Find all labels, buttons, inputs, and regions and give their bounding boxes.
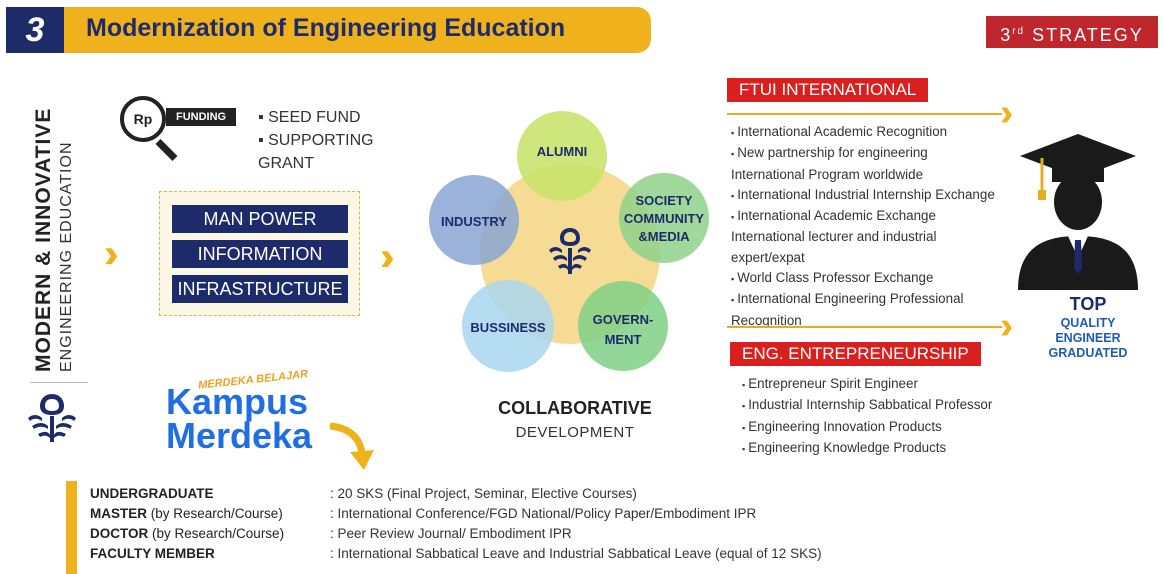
strategy-badge: 3rd STRATEGY <box>986 16 1158 48</box>
label-government: GOVERN-MENT <box>592 312 654 347</box>
arrow-line <box>727 326 1002 328</box>
label-business: BUSSINESS <box>470 320 546 335</box>
circle-government <box>578 281 668 371</box>
program-label-undergraduate: UNDERGRADUATE <box>90 486 214 501</box>
funding-item: ▪ SEED FUND <box>258 109 361 126</box>
entrepreneurship-label: ENG. ENTREPRENEURSHIP <box>730 342 981 366</box>
header-bar <box>6 7 651 53</box>
list-item: International Academic Exchange Internat… <box>731 206 1001 268</box>
arrow-line <box>727 113 1002 115</box>
funding-tag: FUNDING <box>166 108 237 126</box>
collaborative-subtitle: DEVELOPMENT <box>515 424 635 441</box>
ftui-international-label: FTUI INTERNATIONAL <box>727 78 929 102</box>
kampus-logo-line2: Merdeka <box>166 415 313 456</box>
list-item: International Industrial Internship Exch… <box>731 185 1041 206</box>
resource-man-power: MAN POWER <box>172 205 348 233</box>
collaboration-circles <box>429 111 709 372</box>
funding-magnifier-icon: Rp <box>120 96 166 142</box>
list-item: International Engineering Professional R… <box>731 289 1001 331</box>
chevron-right-icon: ›› <box>104 232 117 276</box>
chevron-right-icon: ›› <box>1000 305 1017 347</box>
list-item: New partnership for engineering Internat… <box>731 143 971 185</box>
kampus-logo-line1: Kampus <box>166 381 309 422</box>
list-item: Entrepreneur Spirit Engineer <box>742 374 1042 395</box>
label-society: SOCIETY COMMUNITY &MEDIA <box>623 193 705 244</box>
vertical-title-main: MODERN & INNOVATIVE <box>32 107 55 372</box>
chevron-right-icon: ›› <box>380 235 393 279</box>
vertical-title-sub: ENGINEERING EDUCATION <box>58 141 75 373</box>
university-emblem-icon <box>549 228 591 274</box>
funding-list: ▪ SEED FUND ▪ SUPPORTING GRANT <box>258 106 388 175</box>
divider <box>30 382 88 383</box>
circle-industry <box>429 175 519 265</box>
resource-information: INFORMATION <box>172 240 348 268</box>
program-value-doctor: : Peer Review Journal/ Embodiment IPR <box>330 526 572 541</box>
list-item: Industrial Internship Sabbatical Profess… <box>742 395 1042 416</box>
program-label-faculty: FACULTY MEMBER <box>90 546 215 561</box>
label-alumni: ALUMNI <box>536 144 588 159</box>
program-label-doctor: DOCTOR (by Research/Course) <box>90 526 285 541</box>
list-item: Engineering Innovation Products <box>742 417 1042 438</box>
list-item: International Academic Recognition <box>731 122 1041 143</box>
collaboration-diagram: ALUMNI SOCIETY COMMUNITY &MEDIA GOVERN-M… <box>420 104 720 394</box>
resource-infrastructure: INFRASTRUCTURE <box>172 275 348 303</box>
collaborative-title: COLLABORATIVE <box>498 398 652 418</box>
curved-arrow-icon <box>329 422 374 470</box>
strategy-number-badge: 3 <box>6 7 64 53</box>
university-emblem-icon <box>28 394 76 442</box>
list-item: Engineering Knowledge Products <box>742 438 1042 459</box>
outcome-title: TOP <box>1069 294 1107 314</box>
entrepreneurship-list: Entrepreneur Spirit Engineer Industrial … <box>742 374 1042 459</box>
circle-society <box>619 173 709 263</box>
resource-frame: MAN POWER INFORMATION INFRASTRUCTURE <box>159 191 360 316</box>
page-title: Modernization of Engineering Education <box>86 14 566 42</box>
international-list: International Academic Recognition New p… <box>731 122 1041 331</box>
magnifier-handle <box>155 139 178 161</box>
outcome-subtitle: QUALITY ENGINEER GRADUATED <box>1048 316 1128 360</box>
list-item: World Class Professor Exchange <box>731 268 1041 289</box>
program-value-faculty: : International Sabbatical Leave and Ind… <box>330 546 822 561</box>
program-value-master: : International Conference/FGD National/… <box>330 506 757 521</box>
funding-item: ▪ SUPPORTING GRANT <box>258 132 374 172</box>
program-value-undergraduate: : 20 SKS (Final Project, Seminar, Electi… <box>330 486 637 501</box>
strategy-label: STRATEGY <box>1032 25 1144 45</box>
accent-bar <box>66 481 77 574</box>
circle-business <box>462 280 554 372</box>
label-industry: INDUSTRY <box>441 214 507 229</box>
strategy-ordinal: 3 <box>1000 25 1013 45</box>
strategy-ordinal-suffix: rd <box>1012 26 1026 37</box>
program-label-master: MASTER (by Research/Course) <box>90 506 283 521</box>
graduate-icon <box>1018 134 1138 290</box>
circle-alumni <box>517 111 607 201</box>
